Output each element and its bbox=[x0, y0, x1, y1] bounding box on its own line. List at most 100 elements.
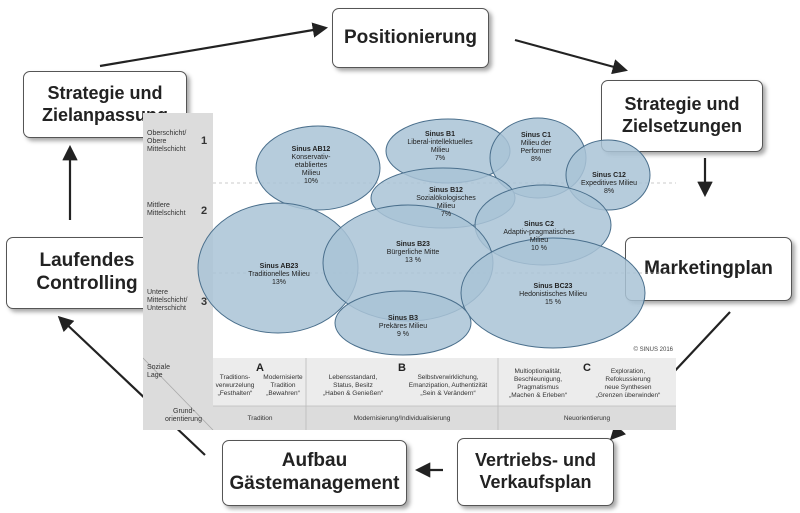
svg-text:verwurzelung: verwurzelung bbox=[216, 382, 255, 389]
svg-text:Mittelschicht: Mittelschicht bbox=[147, 210, 186, 217]
svg-text:13 %: 13 % bbox=[405, 257, 421, 264]
svg-text:Unterschicht: Unterschicht bbox=[147, 305, 186, 312]
svg-text:Exploration,: Exploration, bbox=[611, 368, 646, 375]
svg-text:Mittelschicht: Mittelschicht bbox=[147, 146, 186, 153]
footer-tradition: Tradition bbox=[247, 415, 272, 422]
section-c-items: Multioptionalität,Beschleunigung,Pragmat… bbox=[509, 368, 660, 399]
svg-text:Sinus AB23: Sinus AB23 bbox=[260, 263, 299, 270]
svg-text:Milieu: Milieu bbox=[437, 203, 455, 210]
section-c-letter: C bbox=[583, 362, 591, 374]
blob-b3 bbox=[334, 290, 472, 356]
svg-text:Milieu: Milieu bbox=[431, 147, 449, 154]
svg-text:Prekäres Milieu: Prekäres Milieu bbox=[379, 323, 427, 330]
svg-text:Sinus C2: Sinus C2 bbox=[524, 221, 554, 228]
arrow-anpassung-to-positionierung bbox=[99, 22, 329, 68]
box-strategie-zielsetzungen: Strategie und Zielsetzungen bbox=[601, 80, 763, 152]
svg-text:15 %: 15 % bbox=[545, 299, 561, 306]
svg-text:Beschleunigung,: Beschleunigung, bbox=[514, 376, 562, 383]
svg-text:9 %: 9 % bbox=[397, 331, 409, 338]
svg-text:„Festhalten“: „Festhalten“ bbox=[218, 390, 253, 397]
footer-neuorientierung: Neuorientierung bbox=[564, 415, 611, 422]
svg-text:Multioptionalität,: Multioptionalität, bbox=[515, 368, 562, 375]
svg-text:10%: 10% bbox=[304, 178, 318, 185]
svg-text:Obere: Obere bbox=[147, 138, 167, 145]
svg-text:Status, Besitz: Status, Besitz bbox=[333, 382, 373, 389]
svg-text:neue Synthesen: neue Synthesen bbox=[605, 384, 652, 391]
blob-c12 bbox=[565, 139, 651, 211]
svg-text:Konservativ-: Konservativ- bbox=[292, 154, 332, 161]
svg-text:Sinus AB12: Sinus AB12 bbox=[292, 146, 331, 153]
svg-text:orientierung: orientierung bbox=[165, 416, 202, 423]
svg-text:etabliertes: etabliertes bbox=[295, 162, 328, 169]
svg-text:Sinus C12: Sinus C12 bbox=[592, 172, 626, 179]
svg-text:Sinus B23: Sinus B23 bbox=[396, 241, 430, 248]
section-b-letter: B bbox=[398, 362, 406, 374]
svg-text:Adaptiv-pragmatisches: Adaptiv-pragmatisches bbox=[503, 229, 575, 236]
svg-text:8%: 8% bbox=[531, 156, 541, 163]
svg-text:Sinus B1: Sinus B1 bbox=[425, 131, 455, 138]
svg-text:Performer: Performer bbox=[520, 148, 552, 155]
svg-text:8%: 8% bbox=[604, 188, 614, 195]
blob-ab12 bbox=[255, 125, 381, 211]
svg-text:7%: 7% bbox=[441, 211, 451, 218]
svg-text:13%: 13% bbox=[272, 279, 286, 286]
section-a-letter: A bbox=[256, 362, 264, 374]
section-b-items: Lebensstandard,Status, Besitz„Haben & Ge… bbox=[323, 374, 487, 397]
box-strategie-anpassung: Strategie und Zielanpassung bbox=[23, 71, 187, 138]
svg-text:Sinus B3: Sinus B3 bbox=[388, 315, 418, 322]
svg-text:Expeditives Milieu: Expeditives Milieu bbox=[581, 180, 637, 187]
svg-text:Sozialökologisches: Sozialökologisches bbox=[416, 195, 476, 202]
svg-text:Selbstverwirklichung,: Selbstverwirklichung, bbox=[417, 374, 478, 381]
blob-bc23 bbox=[460, 237, 646, 349]
box-positionierung: Positionierung bbox=[332, 8, 489, 68]
svg-text:3: 3 bbox=[201, 296, 207, 308]
svg-text:Sinus B12: Sinus B12 bbox=[429, 187, 463, 194]
svg-text:Pragmatismus: Pragmatismus bbox=[517, 384, 559, 391]
box-vertriebsplan: Vertriebs- und Verkaufsplan bbox=[457, 438, 614, 506]
svg-text:„Bewahren“: „Bewahren“ bbox=[266, 390, 300, 397]
svg-text:Mittelschicht/: Mittelschicht/ bbox=[147, 297, 188, 304]
svg-text:Oberschicht/: Oberschicht/ bbox=[147, 130, 186, 137]
svg-text:Tradition: Tradition bbox=[270, 382, 295, 389]
box-controlling: Laufendes Controlling bbox=[6, 237, 168, 309]
svg-text:Traditions-: Traditions- bbox=[220, 374, 250, 381]
svg-text:Soziale: Soziale bbox=[147, 364, 170, 371]
svg-text:„Haben & Genießen“: „Haben & Genießen“ bbox=[323, 390, 383, 397]
svg-text:Milieu: Milieu bbox=[530, 237, 548, 244]
label-ab12: Sinus AB12Konservativ-etabliertesMilieu1… bbox=[292, 146, 332, 185]
svg-text:Lebensstandard,: Lebensstandard, bbox=[329, 374, 378, 381]
section-a-items: Traditions-verwurzelung„Festhalten“ Mode… bbox=[216, 374, 303, 397]
svg-text:Untere: Untere bbox=[147, 289, 168, 296]
svg-text:Modernisierte: Modernisierte bbox=[263, 374, 303, 381]
svg-text:2: 2 bbox=[201, 205, 207, 217]
svg-text:10 %: 10 % bbox=[531, 245, 547, 252]
svg-text:Milieu der: Milieu der bbox=[521, 140, 552, 147]
svg-text:„Machen & Erleben“: „Machen & Erleben“ bbox=[509, 392, 567, 399]
svg-text:Milieu: Milieu bbox=[302, 170, 320, 177]
footer-modernisierung: Modernisierung/Individualisierung bbox=[354, 415, 451, 422]
svg-text:Hedonistisches Milieu: Hedonistisches Milieu bbox=[519, 291, 587, 298]
svg-text:Bürgerliche Mitte: Bürgerliche Mitte bbox=[387, 249, 440, 256]
svg-text:Refokussierung: Refokussierung bbox=[605, 376, 651, 383]
svg-text:Sinus C1: Sinus C1 bbox=[521, 132, 551, 139]
copyright: © SINUS 2016 bbox=[634, 346, 674, 353]
svg-text:Traditionelles Milieu: Traditionelles Milieu bbox=[248, 271, 310, 278]
svg-text:7%: 7% bbox=[435, 155, 445, 162]
svg-text:Mittlere: Mittlere bbox=[147, 202, 170, 209]
svg-text:Sinus BC23: Sinus BC23 bbox=[534, 283, 573, 290]
svg-text:Emanzipation, Authentizität: Emanzipation, Authentizität bbox=[409, 382, 488, 389]
svg-text:1: 1 bbox=[201, 135, 207, 147]
